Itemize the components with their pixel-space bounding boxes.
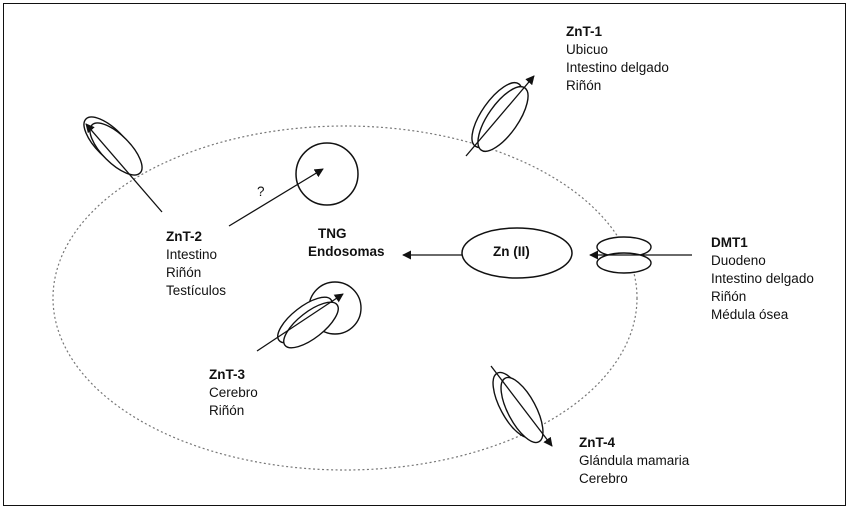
znt2-label: ZnT-2 Intestino Riñón Testículos xyxy=(166,228,226,300)
dmt1-site-1: Duodeno xyxy=(711,252,814,270)
dmt1-label: DMT1 Duodeno Intestino delgado Riñón Méd… xyxy=(711,234,814,324)
dmt1-site-3: Riñón xyxy=(711,288,814,306)
tng-vesicle xyxy=(296,143,358,205)
znt4-name: ZnT-4 xyxy=(579,434,689,452)
znt3-site-2: Riñón xyxy=(209,402,258,420)
zinc-pool-label: Zn (II) xyxy=(493,244,530,259)
znt1-transporter xyxy=(463,75,537,158)
znt1-site-1: Ubicuo xyxy=(566,41,669,59)
dmt1-site-2: Intestino delgado xyxy=(711,270,814,288)
znt1-site-3: Riñón xyxy=(566,77,669,95)
znt4-site-2: Cerebro xyxy=(579,470,689,488)
dmt1-name: DMT1 xyxy=(711,234,814,252)
znt2-name: ZnT-2 xyxy=(166,228,226,246)
znt1-label: ZnT-1 Ubicuo Intestino delgado Riñón xyxy=(566,23,669,95)
znt2-transporter xyxy=(76,109,162,212)
dmt1-site-4: Médula ósea xyxy=(711,306,814,324)
znt4-transporter xyxy=(485,366,552,448)
znt1-site-2: Intestino delgado xyxy=(566,59,669,77)
znt4-label: ZnT-4 Glándula mamaria Cerebro xyxy=(579,434,689,488)
znt3-site-1: Cerebro xyxy=(209,384,258,402)
znt2-site-2: Riñón xyxy=(166,264,226,282)
znt3-label: ZnT-3 Cerebro Riñón xyxy=(209,366,258,420)
znt3-transporter xyxy=(257,282,361,356)
znt2-site-1: Intestino xyxy=(166,246,226,264)
znt4-site-1: Glándula mamaria xyxy=(579,452,689,470)
unknown-mark: ? xyxy=(257,184,265,199)
znt2-site-3: Testículos xyxy=(166,282,226,300)
dmt1-transporter xyxy=(590,237,692,273)
znt1-name: ZnT-1 xyxy=(566,23,669,41)
znt3-name: ZnT-3 xyxy=(209,366,258,384)
tng-label: TNG xyxy=(318,226,347,241)
endosomas-label: Endosomas xyxy=(308,244,385,259)
